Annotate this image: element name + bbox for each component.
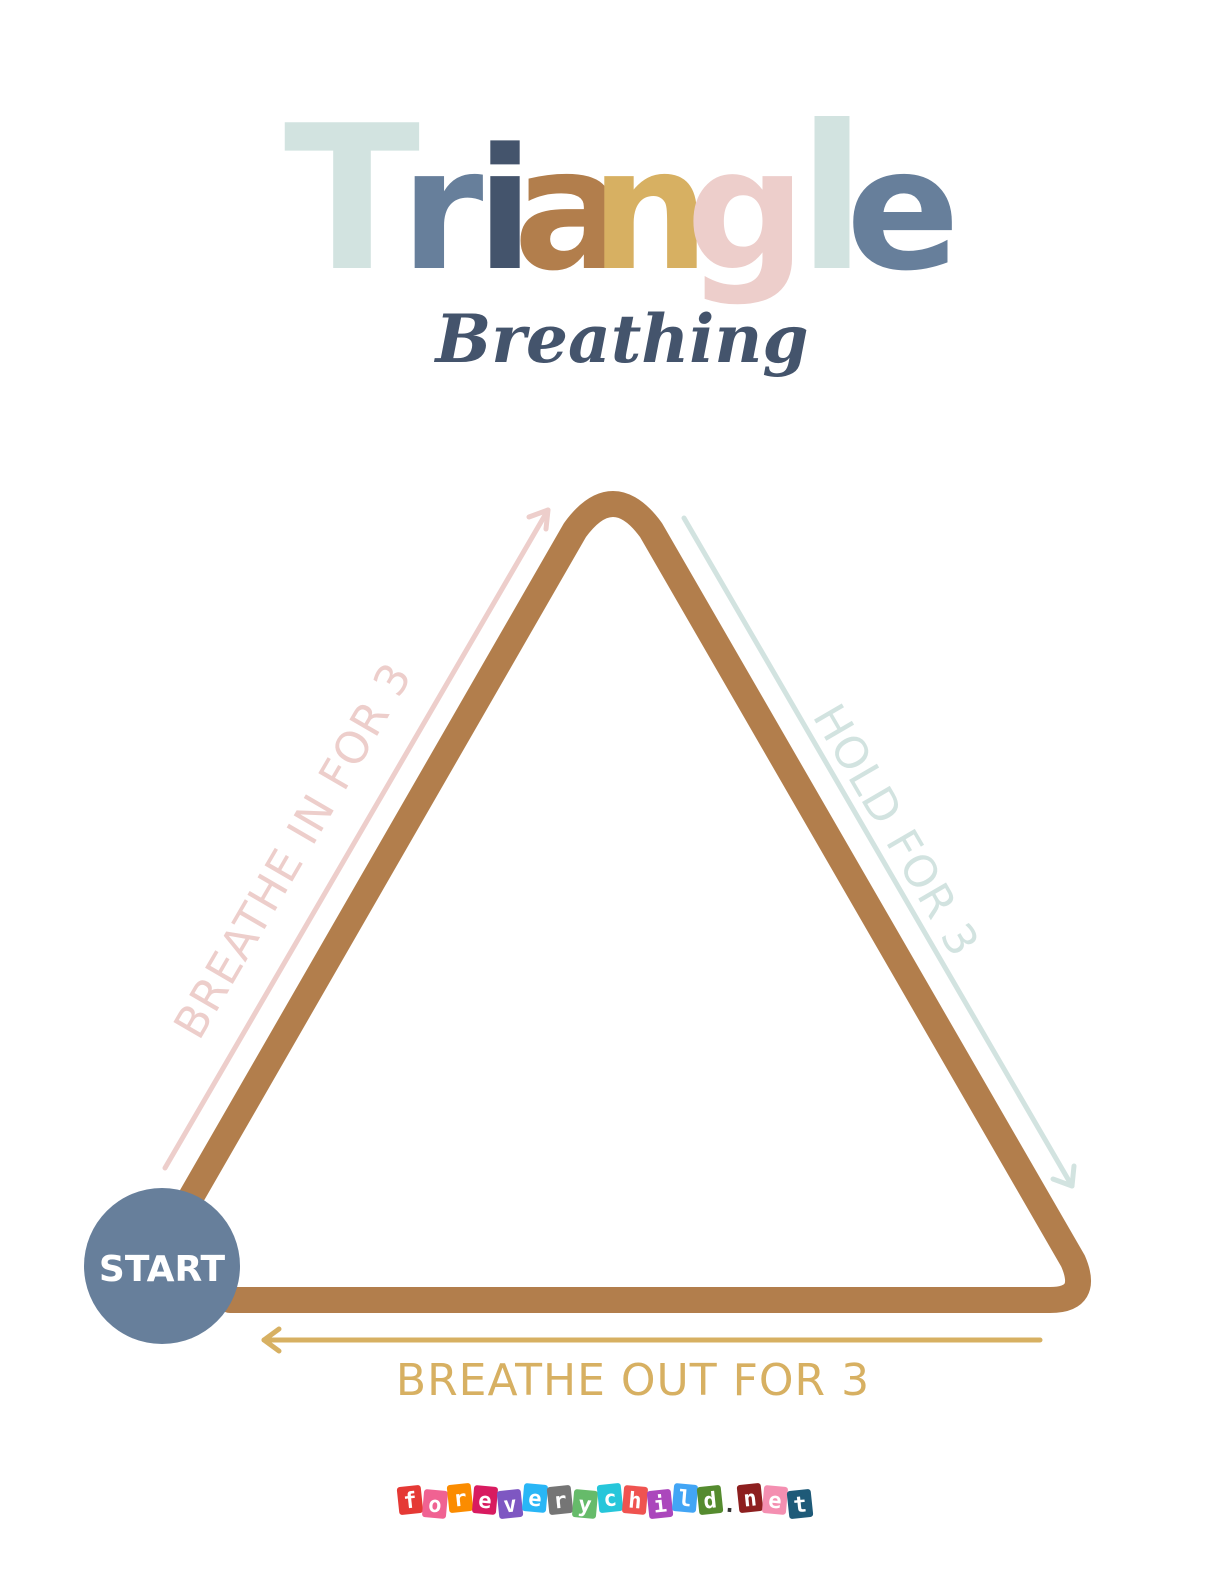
svg-text:e: e <box>767 1488 782 1514</box>
logo-letter-tile: n <box>736 1483 764 1513</box>
subtitle-breathing: Breathing <box>434 300 809 378</box>
logo-letter-tile: r <box>446 1483 474 1513</box>
logo-letter-tile: r <box>546 1485 574 1515</box>
svg-text:n: n <box>742 1486 758 1512</box>
logo-letter-tile: o <box>422 1489 448 1519</box>
logo-letter-tile: e <box>762 1485 788 1515</box>
title-letter-a: a <box>513 112 626 308</box>
logo-letter-tile: e <box>472 1485 498 1515</box>
logo-letter-tile: e <box>522 1483 548 1513</box>
logo-letter-tile: h <box>622 1485 648 1515</box>
svg-text:r: r <box>452 1486 468 1512</box>
title-letter-r: r <box>401 112 484 308</box>
breathing-triangle <box>170 491 1091 1313</box>
title-letter-i: i <box>476 112 534 308</box>
title-letter-t: T <box>284 83 420 316</box>
logo-letter-tile: t <box>786 1489 814 1519</box>
svg-text:d: d <box>702 1488 718 1514</box>
breathe-out-arrow <box>261 1326 1043 1354</box>
svg-text:t: t <box>792 1492 808 1518</box>
svg-text:h: h <box>627 1488 642 1514</box>
title-letter-e: e <box>846 112 960 308</box>
start-label: START <box>99 1249 226 1290</box>
svg-text:v: v <box>502 1492 518 1518</box>
svg-text:f: f <box>402 1488 418 1514</box>
svg-text:o: o <box>427 1492 442 1518</box>
logo-letter-tile: f <box>396 1485 424 1515</box>
breathe-in-arrow <box>162 507 551 1171</box>
breathe-out-label: BREATHE OUT FOR 3 <box>396 1355 870 1406</box>
svg-text:e: e <box>527 1486 542 1512</box>
svg-text:y: y <box>577 1492 592 1518</box>
hold-arrow <box>681 515 1077 1189</box>
title-letter-g: g <box>686 112 806 308</box>
svg-text:i: i <box>652 1492 668 1518</box>
start-circle <box>84 1188 240 1344</box>
svg-text:.: . <box>722 1492 737 1518</box>
logo-letter-tile: c <box>596 1483 624 1513</box>
logo-letter-tile: i <box>646 1489 674 1519</box>
svg-text:c: c <box>602 1486 618 1512</box>
logo-letter-tile: . <box>722 1492 737 1518</box>
title-letter-l: l <box>798 83 867 316</box>
start-badge: START <box>84 1188 240 1344</box>
logo-letter-tile: y <box>572 1489 598 1519</box>
svg-text:l: l <box>677 1486 692 1512</box>
logo-letter-tile: v <box>496 1489 524 1519</box>
title-letter-n: n <box>590 112 710 308</box>
svg-text:r: r <box>552 1488 568 1514</box>
svg-text:e: e <box>477 1488 492 1514</box>
logo-letter-tile: l <box>672 1483 698 1513</box>
logo-letter-tile: d <box>696 1485 724 1515</box>
